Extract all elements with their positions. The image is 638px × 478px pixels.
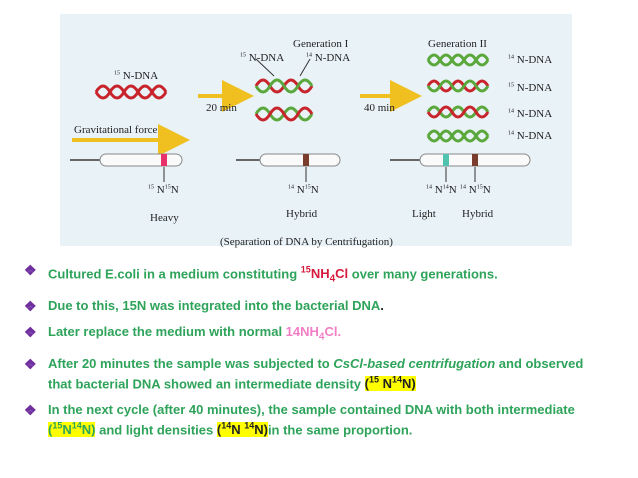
bullet-1: ❖ Cultured E.coli in a medium constituti… — [24, 262, 498, 285]
tube1-label: 15 N15N — [148, 184, 179, 196]
tube3b-label: 14 N15N — [460, 184, 491, 196]
heavy-label: Heavy — [150, 212, 179, 224]
diamond-bullet-icon: ❖ — [24, 355, 37, 372]
tube3a-label: 14 N14N — [426, 184, 457, 196]
bullet-list: ❖ Cultured E.coli in a medium constituti… — [24, 262, 624, 448]
helix-heavy — [94, 84, 168, 100]
figure-caption: (Separation of DNA by Centrifugation) — [220, 236, 393, 248]
gen2-label-4: 14 N-DNA — [508, 130, 553, 142]
time-40min: 40 min — [364, 102, 395, 114]
gen2-label-3: 14 N-DNA — [508, 108, 553, 120]
tube-heavy — [70, 153, 183, 182]
time-20min: 20 min — [206, 102, 237, 114]
tube-hybrid — [236, 153, 341, 182]
gen1-label-b: 14 N-DNA — [306, 52, 351, 64]
helix-gen1-a — [254, 78, 314, 94]
hybrid1-label: Hybrid — [286, 208, 318, 220]
light-label: Light — [412, 208, 436, 220]
figure-drawing — [70, 53, 531, 182]
bullet-2: ❖ Due to this, 15N was integrated into t… — [24, 297, 384, 314]
hybrid2-label: Hybrid — [462, 208, 494, 220]
diamond-bullet-icon: ❖ — [24, 401, 37, 418]
bullet-4: ❖ After 20 minutes the sample was subjec… — [24, 355, 584, 391]
generation-2-label: Generation II — [428, 38, 487, 50]
gravitational-force-label: Gravitational force — [74, 124, 158, 136]
bullet-3: ❖ Later replace the medium with normal 1… — [24, 323, 342, 343]
diamond-bullet-icon: ❖ — [24, 262, 37, 278]
meselson-stahl-figure: Generation I Generation II 15 N-DNA 15 N… — [60, 14, 572, 248]
tube2-label: 14 N15N — [288, 184, 319, 196]
generation-1-label: Generation I — [293, 38, 349, 50]
n15-dna-label: 15 N-DNA — [114, 70, 159, 82]
gen2-label-1: 14 N-DNA — [508, 54, 553, 66]
diamond-bullet-icon: ❖ — [24, 323, 37, 340]
gen1-label-a: 15 N-DNA — [240, 52, 285, 64]
tube-gen2 — [390, 153, 531, 182]
diamond-bullet-icon: ❖ — [24, 297, 37, 314]
helix-gen2 — [426, 53, 490, 143]
bullet-5: ❖ In the next cycle (after 40 minutes), … — [24, 401, 575, 438]
helix-gen1-b — [254, 106, 314, 122]
gen2-label-2: 15 N-DNA — [508, 82, 553, 94]
